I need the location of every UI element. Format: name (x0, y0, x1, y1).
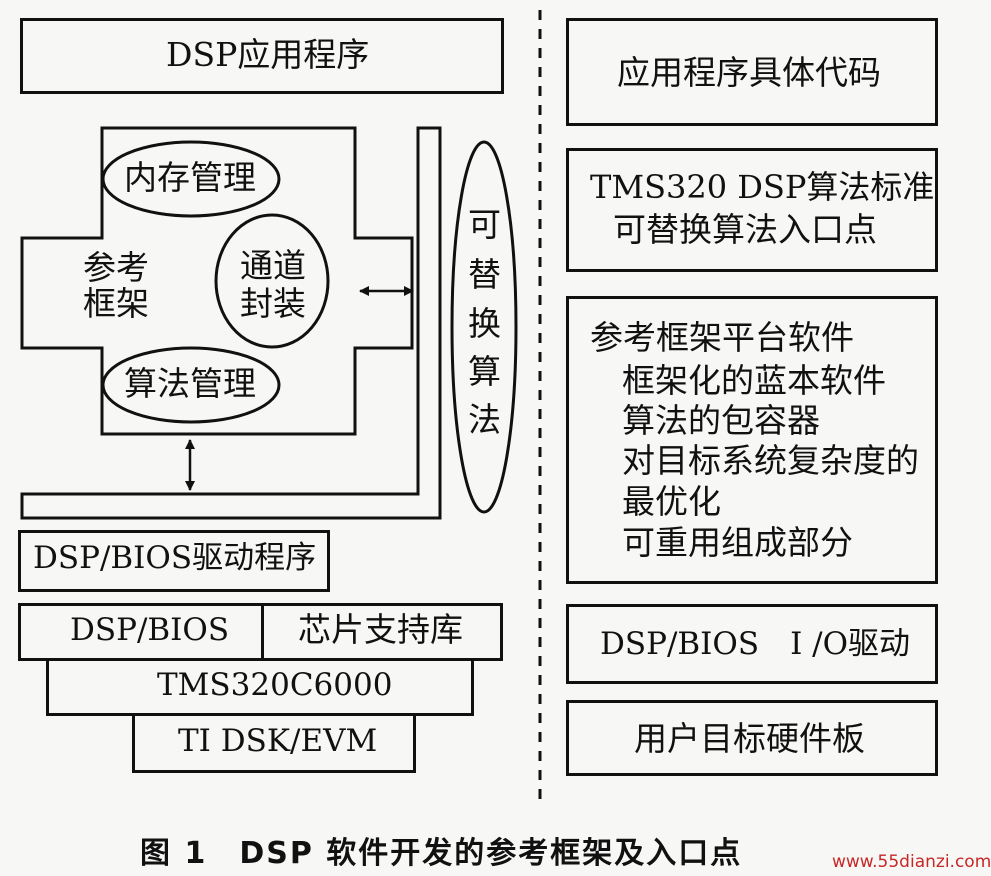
replaceable-algo-char: 算 (468, 352, 501, 391)
channel-ellipse (214, 213, 330, 349)
ref-platform-bullet: 框架化的蓝本软件 (622, 361, 886, 400)
bios-driver-label: DSP/BIOS驱动程序 (33, 540, 317, 576)
ref-platform-bullet: 可重用组成部分 (622, 523, 853, 562)
reference-framework-outline (20, 126, 414, 436)
target-board-box (566, 700, 938, 776)
algo-std-box (566, 148, 938, 272)
algo-mgmt-label: 算法管理 (124, 364, 256, 403)
io-driver-label: DSP/BIOS I /O驱动 (600, 626, 911, 662)
ref-platform-box (566, 296, 938, 584)
ref-platform-bullet: 对目标系统复杂度的 (622, 441, 919, 480)
watermark: www.55dianzi.com (832, 852, 991, 872)
algo-std-label-2: 可替换算法入口点 (613, 210, 877, 249)
replaceable-algo-char: 可 (468, 205, 501, 244)
ti-dsk-evm-label: TI DSK/EVM (178, 723, 378, 759)
replaceable-algo-char: 法 (468, 400, 501, 439)
channel-label-2: 封装 (240, 284, 306, 323)
app-code-label: 应用程序具体代码 (617, 53, 881, 92)
target-board-label: 用户目标硬件板 (634, 719, 865, 758)
ref-framework-label-2: 框架 (83, 284, 149, 323)
ref-platform-title: 参考框架平台软件 (590, 318, 854, 357)
memory-mgmt-ellipse (101, 140, 281, 218)
channel-bar (20, 126, 442, 520)
figure-caption: 图 1 DSP 软件开发的参考框架及入口点 (140, 836, 743, 871)
app-code-box (566, 18, 938, 126)
dsp-app-box (20, 18, 504, 94)
ref-platform-bullet-cont: 最优化 (622, 482, 721, 521)
algo-std-label-1: TMS320 DSP算法标准 (590, 168, 935, 206)
chip-support-label: 芯片支持库 (298, 610, 463, 649)
bios-driver-box (18, 530, 330, 592)
io-driver-box (566, 604, 938, 684)
replaceable-algo-char: 替 (468, 255, 501, 294)
memory-mgmt-label: 内存管理 (124, 158, 256, 197)
tms320c6000-label: TMS320C6000 (157, 667, 393, 703)
channel-label-1: 通道 (240, 246, 306, 285)
ref-framework-label-1: 参考 (83, 248, 149, 287)
algo-mgmt-ellipse (101, 346, 281, 424)
replaceable-algo-ellipse (450, 140, 518, 514)
replaceable-algo-char: 换 (468, 304, 501, 343)
dsp-app-label: DSP应用程序 (166, 35, 370, 74)
ref-platform-bullet: 算法的包容器 (622, 401, 820, 440)
dsp-bios-label: DSP/BIOS (70, 612, 230, 648)
ti-dsk-evm-box (132, 713, 416, 773)
diagram-lines (20, 10, 608, 800)
